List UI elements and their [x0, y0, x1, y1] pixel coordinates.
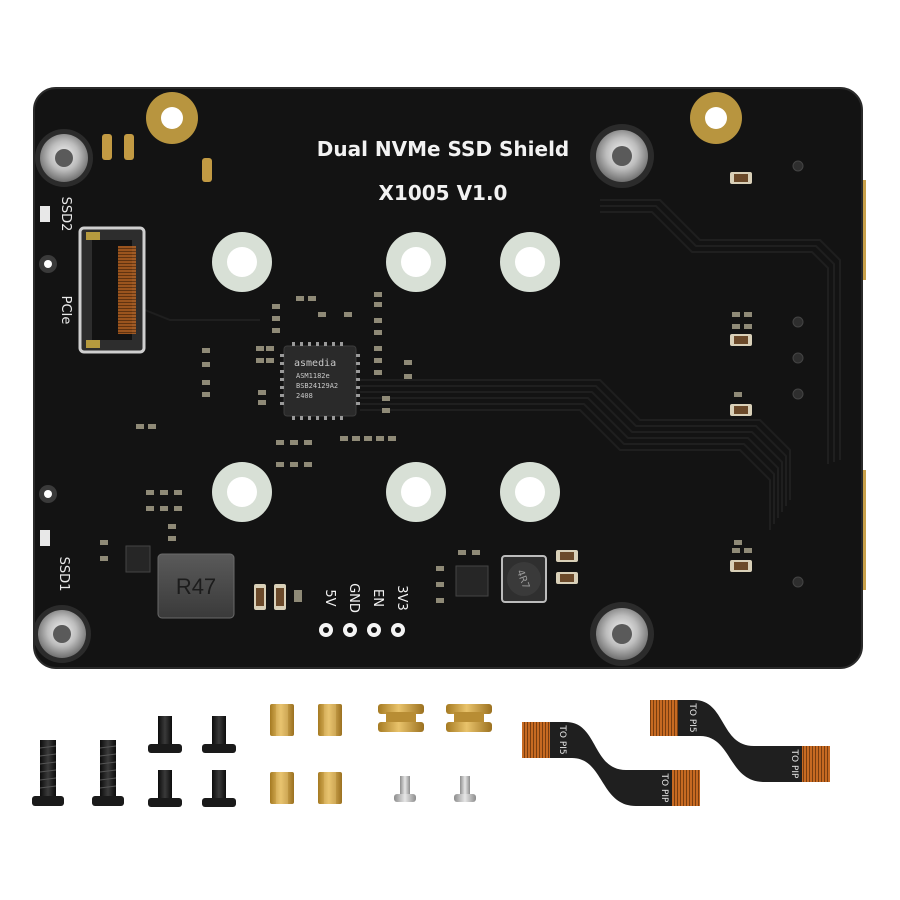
silver-screws: [394, 776, 476, 802]
short-black-screws: [148, 716, 236, 807]
capacitor-pairs: [254, 172, 752, 610]
small-ic: [455, 565, 489, 597]
spool-nut: [446, 704, 492, 732]
chip-line-3: 2408: [296, 392, 313, 400]
standoff: [590, 602, 654, 666]
fpc-2-label-pi5: TO PI5: [687, 702, 697, 732]
screw: [454, 776, 476, 802]
screw: [394, 776, 416, 802]
label-ssd2: SSD2: [58, 197, 73, 232]
long-black-screws: [32, 740, 124, 806]
pin-label-5v: 5V: [322, 589, 337, 606]
pcie-fpc-connector: [78, 226, 146, 354]
pin-label-3v3: 3V3: [394, 585, 409, 610]
chip-brand: asmedia: [294, 358, 336, 369]
pogo-pins: [102, 134, 212, 182]
top-mount-pads: [146, 92, 742, 144]
screw: [32, 740, 64, 806]
label-ssd1: SSD1: [56, 557, 71, 592]
label-pcie: PCIe: [58, 296, 73, 325]
fpc-2-label-pip: TO PIP: [789, 749, 799, 780]
silkscreen: Dual NVMe SSD Shield X1005 V1.0 SSD2 PCI…: [56, 137, 569, 591]
small-ic: [125, 545, 151, 573]
inductor-r47-label: R47: [176, 574, 216, 599]
inductor-r47: R47: [157, 553, 235, 619]
smd-components: [100, 172, 752, 610]
brass-standoff: [270, 772, 294, 804]
brass-standoff: [270, 704, 294, 736]
pin-label-en: EN: [370, 589, 385, 607]
power-header: 5V GND EN 3V3: [319, 583, 409, 637]
fpc-cable-2: TO PI5 TO PIP: [650, 700, 830, 782]
asmedia-controller-chip: asmedia ASM1182e BSB24129A2 2408: [280, 342, 360, 420]
right-test-points: [792, 160, 804, 588]
metal-standoffs: [33, 124, 654, 666]
standoff: [33, 605, 91, 663]
screw: [92, 740, 124, 806]
screw: [148, 716, 182, 753]
fpc-1-label-pi5: TO PI5: [557, 724, 567, 754]
brass-spool-nuts: [378, 704, 492, 732]
board-title: Dual NVMe SSD Shield: [317, 137, 570, 161]
inductor-4r7: 4R7: [501, 555, 547, 603]
left-vias: [39, 255, 57, 503]
brass-hex-standoffs: [270, 704, 342, 804]
fpc-1-label-pip: TO PIP: [659, 773, 669, 804]
fpc-cable-1: TO PI5 TO PIP: [522, 722, 700, 806]
pcb-traces: [119, 199, 841, 530]
screw: [202, 770, 236, 807]
status-leds: [40, 206, 50, 546]
pin-label-gnd: GND: [346, 583, 361, 613]
board-model: X1005 V1.0: [379, 181, 508, 205]
standoff: [590, 124, 654, 188]
brass-standoff: [318, 704, 342, 736]
chip-line-2: BSB24129A2: [296, 382, 338, 390]
screw: [202, 716, 236, 753]
ssd-mount-holes: [212, 232, 560, 522]
chip-line-1: ASM1182e: [296, 372, 330, 380]
brass-standoff: [318, 772, 342, 804]
standoff: [35, 129, 93, 187]
spool-nut: [378, 704, 424, 732]
screw: [148, 770, 182, 807]
